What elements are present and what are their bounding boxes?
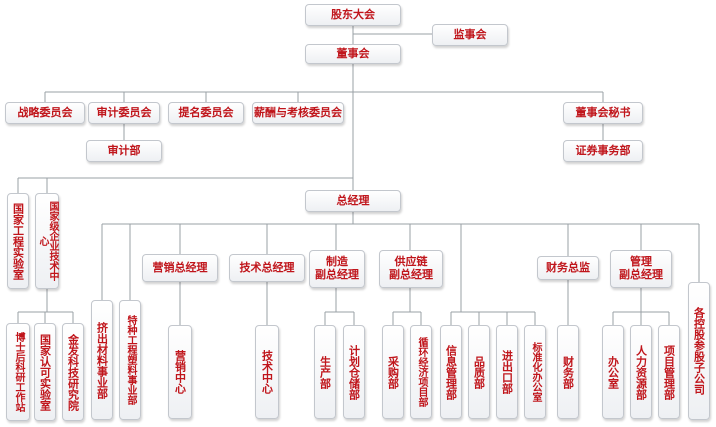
node-nomination-committee[interactable]: 提名委员会 [168,102,244,124]
node-holding-subsidiaries[interactable]: 各控股参股子公司 [688,282,710,420]
node-supervisory-board[interactable]: 监事会 [432,24,508,46]
node-label: 审计部 [107,143,141,157]
node-label: 股东大会 [331,7,375,21]
node-label-line1: 制造 [326,255,348,269]
node-hr-dept[interactable]: 人力资源部 [630,325,652,419]
node-strategy-committee[interactable]: 战略委员会 [5,102,85,124]
node-supply-chain-deputy-gm[interactable]: 供应链 副总经理 [379,250,443,288]
node-label: 项目管理部 [662,344,676,400]
node-remuneration-committee[interactable]: 薪酬与考核委员会 [252,102,344,124]
node-board-of-directors[interactable]: 董事会 [305,44,401,64]
node-marketing-gm[interactable]: 营销总经理 [142,254,218,282]
node-manufacturing-deputy-gm[interactable]: 制造 副总经理 [309,250,365,288]
node-label: 办公室 [606,355,620,389]
node-finance-dept[interactable]: 财务部 [557,325,579,419]
node-label: 董事会秘书 [575,105,631,119]
node-project-mgmt-dept[interactable]: 项目管理部 [658,325,680,419]
node-cfo[interactable]: 财务总监 [537,256,599,280]
node-management-deputy-gm[interactable]: 管理 副总经理 [610,250,672,288]
node-circular-economy-dept[interactable]: 循环经济项目部 [410,325,432,419]
node-label: 标准化办公室 [530,342,541,402]
node-label: 国家认可实验室 [38,333,52,411]
node-label: 采购部 [386,355,400,389]
node-securities-affairs-dept[interactable]: 证券事务部 [563,140,643,162]
node-technical-center[interactable]: 技术中心 [255,325,279,419]
node-audit-department[interactable]: 审计部 [86,140,162,162]
node-label-line1: 管理 [630,255,652,269]
node-label: 循环经济项目部 [416,337,427,407]
node-label: 战略委员会 [17,105,73,119]
node-label-line1: 供应链 [394,255,428,269]
node-label-line2: 副总经理 [315,268,359,281]
node-postdoc-workstation[interactable]: 博士后科研工作站 [6,323,30,421]
node-import-export-dept[interactable]: 进出口部 [496,325,518,419]
node-label: 计划仓储部 [347,344,361,400]
node-label: 金发科技研究院 [66,333,80,411]
node-label-line2: 副总经理 [619,268,663,281]
node-label: 进出口部 [500,350,514,394]
node-extrusion-business-dept[interactable]: 挤出材料事业部 [91,300,113,420]
node-label: 人力资源部 [634,344,648,400]
node-national-enterprise-tech-center[interactable]: 国家级企业技术中心 [35,193,59,289]
node-label: 薪酬与考核委员会 [254,105,342,119]
node-label: 营销总经理 [152,260,208,274]
node-shareholders-meeting[interactable]: 股东大会 [305,4,401,26]
node-label: 挤出材料事业部 [95,321,109,399]
node-general-office[interactable]: 办公室 [602,325,624,419]
node-planning-warehouse-dept[interactable]: 计划仓储部 [343,325,365,419]
node-information-mgmt-dept[interactable]: 信息管理部 [440,325,462,419]
node-kingfa-research-institute[interactable]: 金发科技研究院 [62,323,84,421]
node-label: 国家级企业技术中心 [37,201,58,281]
node-label: 博士后科研工作站 [13,332,24,412]
node-audit-committee[interactable]: 审计委员会 [88,102,160,124]
node-label: 信息管理部 [444,344,458,400]
node-label: 财务总监 [546,260,590,274]
node-label: 监事会 [453,27,487,41]
node-label-line2: 副总经理 [389,268,433,281]
node-label: 董事会 [336,46,370,60]
node-cnas-lab[interactable]: 国家认可实验室 [34,323,56,421]
node-quality-dept[interactable]: 品质部 [468,325,490,419]
node-marketing-center[interactable]: 营销中心 [168,325,192,419]
node-label: 国家工程实验室 [11,202,25,280]
node-label: 提名委员会 [178,105,234,119]
node-label: 总经理 [336,193,370,207]
node-label: 生产部 [318,355,332,389]
node-label: 营销中心 [173,350,187,394]
node-standardization-office[interactable]: 标准化办公室 [524,325,546,419]
node-label: 技术总经理 [239,260,295,274]
node-technical-gm[interactable]: 技术总经理 [229,254,305,282]
node-board-secretary[interactable]: 董事会秘书 [563,102,643,124]
node-label: 技术中心 [260,350,274,394]
node-label: 各控股参股子公司 [692,307,706,395]
node-general-manager[interactable]: 总经理 [305,190,401,212]
node-special-eng-plastics-dept[interactable]: 特种工程塑料事业部 [119,300,141,420]
node-label: 审计委员会 [96,105,152,119]
node-label: 证券事务部 [575,143,631,157]
node-label: 特种工程塑料事业部 [125,315,136,405]
node-procurement-dept[interactable]: 采购部 [382,325,404,419]
node-production-dept[interactable]: 生产部 [314,325,336,419]
node-label: 品质部 [472,355,486,389]
node-label: 财务部 [561,355,575,389]
node-national-engineering-lab[interactable]: 国家工程实验室 [7,193,29,289]
